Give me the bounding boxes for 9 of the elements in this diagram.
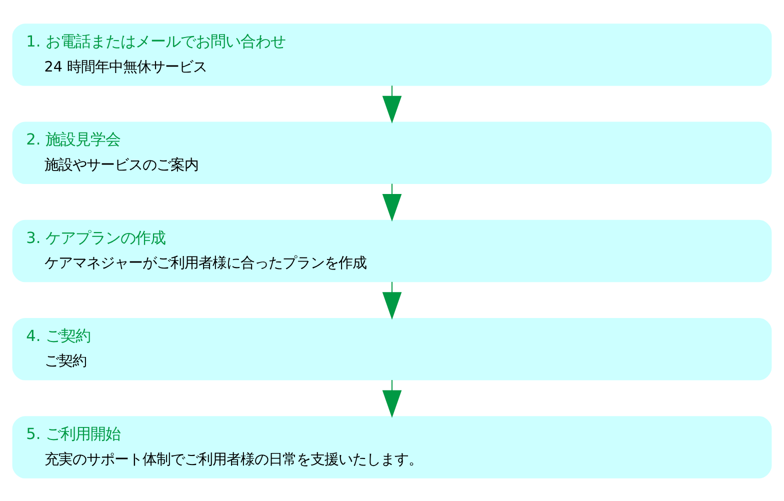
node-box: 5. ご利用開始 充実のサポート体制でご利用者様の日常を支援いたします。: [12, 416, 772, 478]
node-box: 4. ご契約 ご契約: [12, 317, 772, 380]
node-box: 1. お電話またはメールでお問い合わせ 24 時間年中無休サービス: [12, 23, 772, 86]
node-box: 3. ケアプランの作成 ケアマネジャーがご利用者様に合ったプランを作成: [12, 219, 772, 282]
arrow: [382, 380, 402, 418]
arrow: [382, 281, 402, 320]
arrow: [382, 183, 402, 222]
arrow: [382, 85, 402, 124]
node-box: 2. 施設見学会 施設やサービスのご案内: [12, 121, 772, 184]
